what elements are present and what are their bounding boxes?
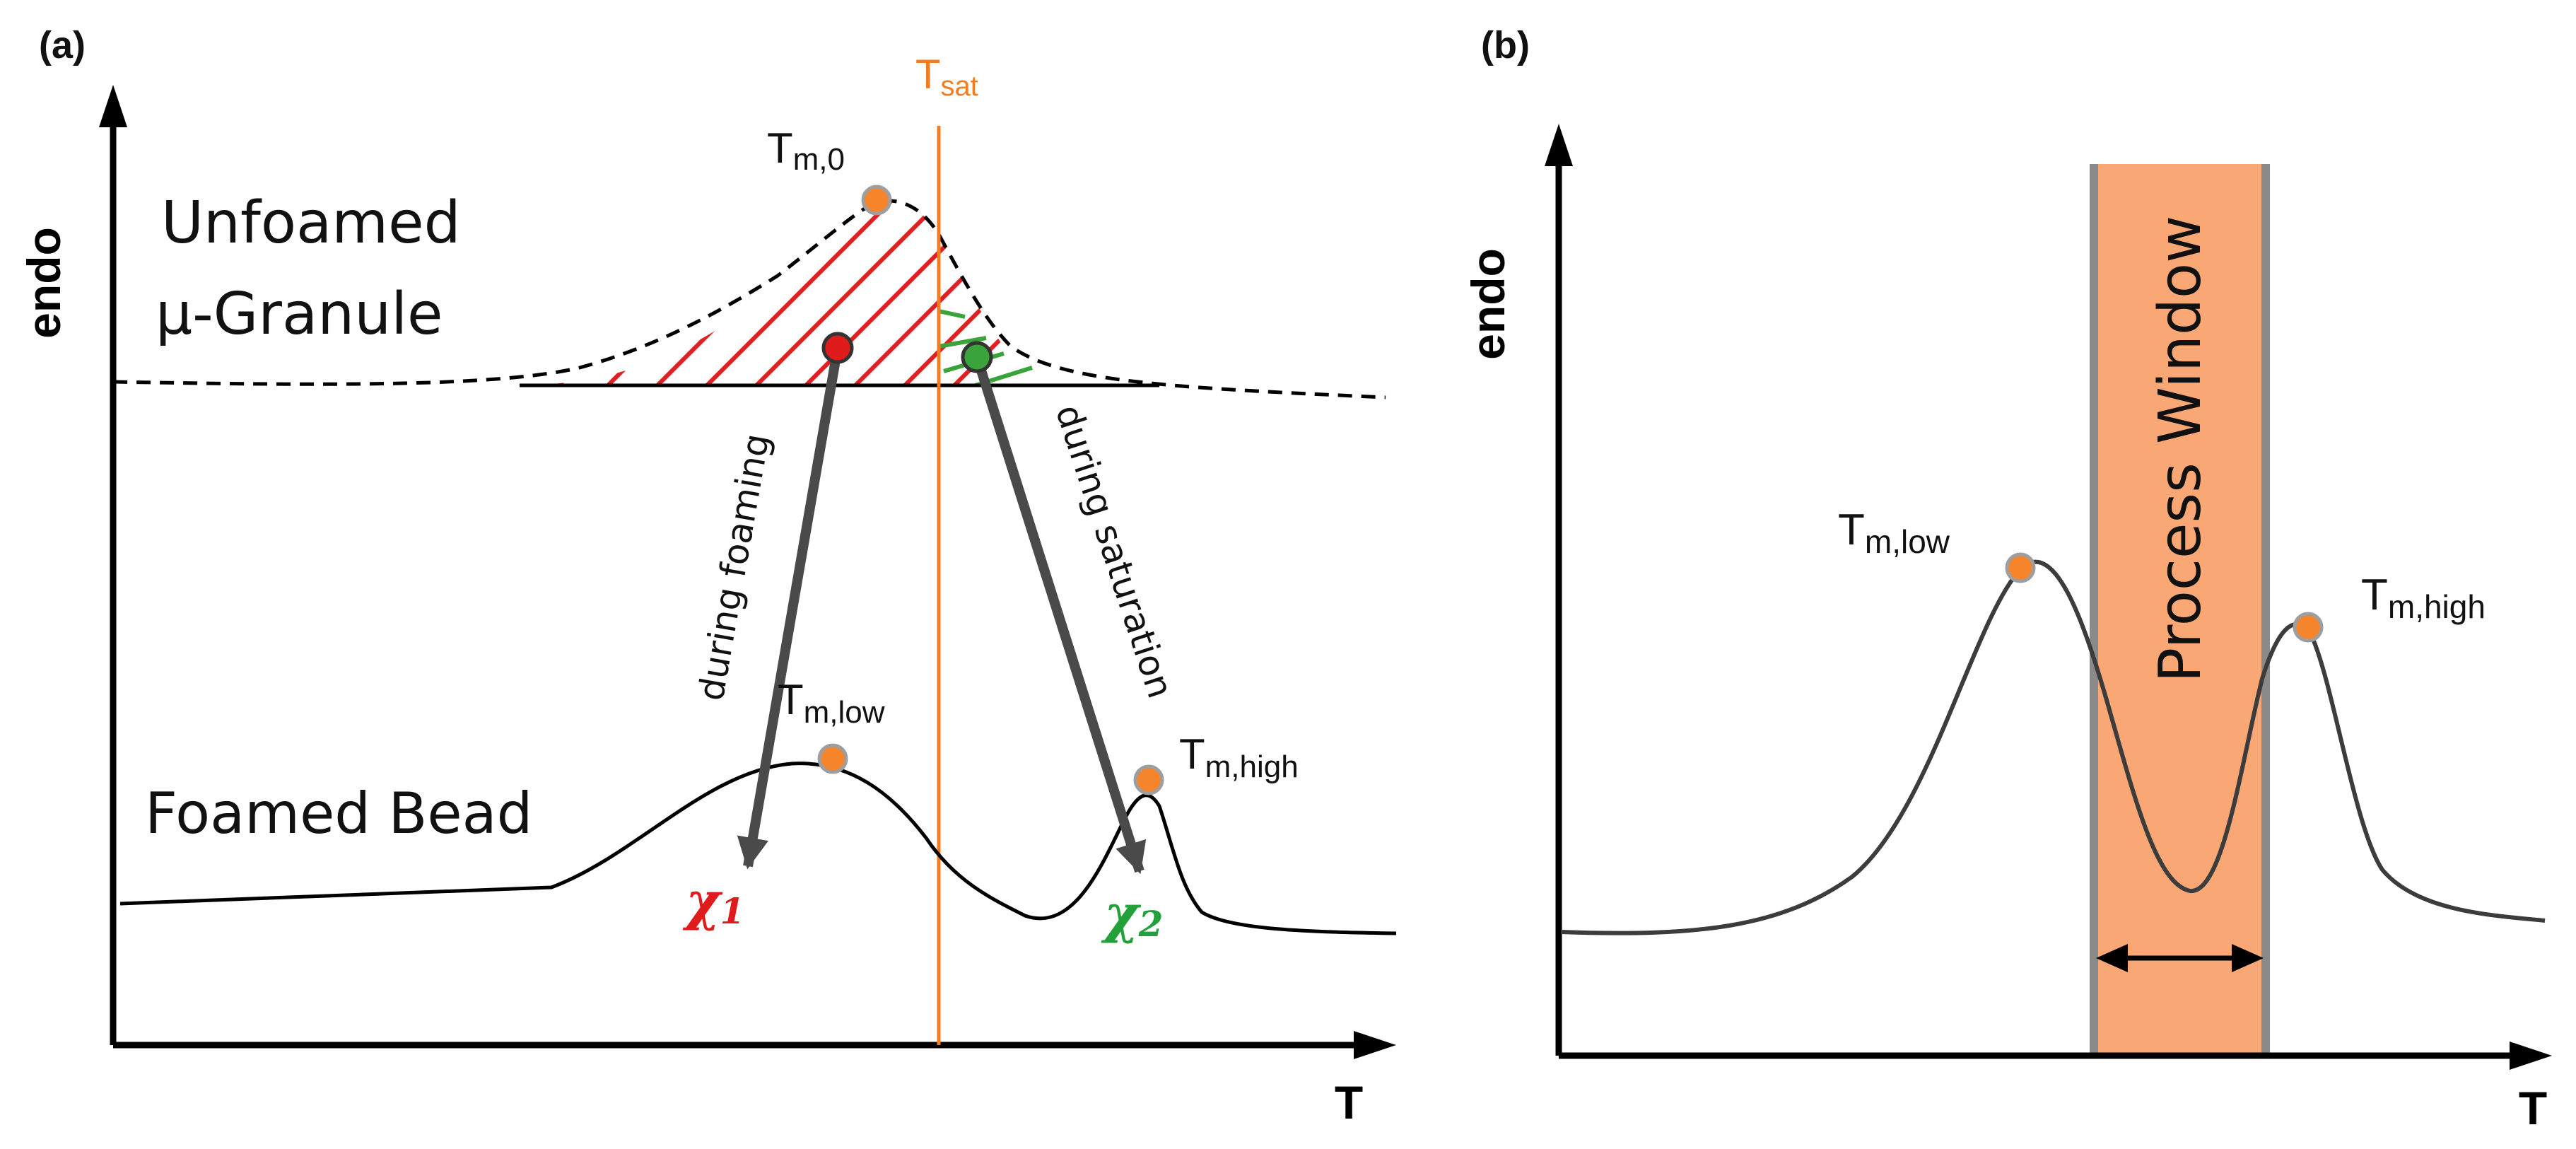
panel-b-x-arrowhead: [2510, 1042, 2552, 1070]
chi1-label: χ1: [682, 871, 744, 932]
unfoamed-label-line2: μ-Granule: [156, 281, 443, 348]
window-arrowhead-right: [2232, 944, 2264, 972]
panel-b-y-arrowhead: [1545, 124, 1573, 166]
during-foaming-label: during foaming: [691, 431, 778, 704]
tm-low-label-a: Tm,low: [778, 676, 885, 730]
tm-low-marker-a: [817, 743, 848, 774]
panel-a-tag: (a): [39, 24, 86, 66]
panel-b-x-axis-label: T: [2519, 1082, 2547, 1134]
tm0-marker: [861, 185, 892, 216]
panel-b-y-axis-label: endo: [1462, 248, 1514, 360]
tm-high-label-b: Tm,high: [2361, 571, 2486, 625]
foaming-arrow: [737, 346, 843, 870]
foamed-bead-curve: [119, 762, 1397, 935]
panel-b: (b) Process Window endo T Tm,low Tm,high: [1462, 24, 2552, 1134]
unfoamed-dsc-curve: [112, 199, 1386, 399]
chi2-label: χ2: [1101, 884, 1163, 945]
tm-low-marker-b: [2005, 552, 2036, 583]
tm-high-label-a: Tm,high: [1179, 730, 1299, 784]
panel-a-y-arrowhead: [99, 85, 127, 127]
tm-high-marker-a: [1133, 764, 1164, 795]
tm-high-marker-b: [2293, 612, 2324, 643]
panel-b-dsc-curve: [1560, 559, 2546, 935]
green-dot-marker: [961, 341, 993, 373]
panel-a: (a) endo T: [18, 24, 1397, 1128]
panel-a-x-axis-label: T: [1335, 1076, 1363, 1128]
process-window-band: [2094, 164, 2266, 1054]
foamed-bead-label: Foamed Bead: [145, 781, 532, 846]
window-arrowhead-left: [2096, 944, 2128, 972]
tsat-label: Tsat: [915, 52, 978, 102]
tm0-label: Tm,0: [767, 124, 845, 177]
saturation-arrow: [972, 355, 1147, 875]
panel-b-tag: (b): [1481, 24, 1530, 66]
tm-low-label-b: Tm,low: [1838, 506, 1950, 560]
red-dot-marker: [821, 332, 854, 364]
panel-a-y-axis-label: endo: [18, 227, 70, 339]
process-window-label: Process Window: [2147, 216, 2214, 682]
unfoamed-label-line1: Unfoamed: [161, 189, 461, 257]
panel-a-x-arrowhead: [1354, 1031, 1396, 1059]
